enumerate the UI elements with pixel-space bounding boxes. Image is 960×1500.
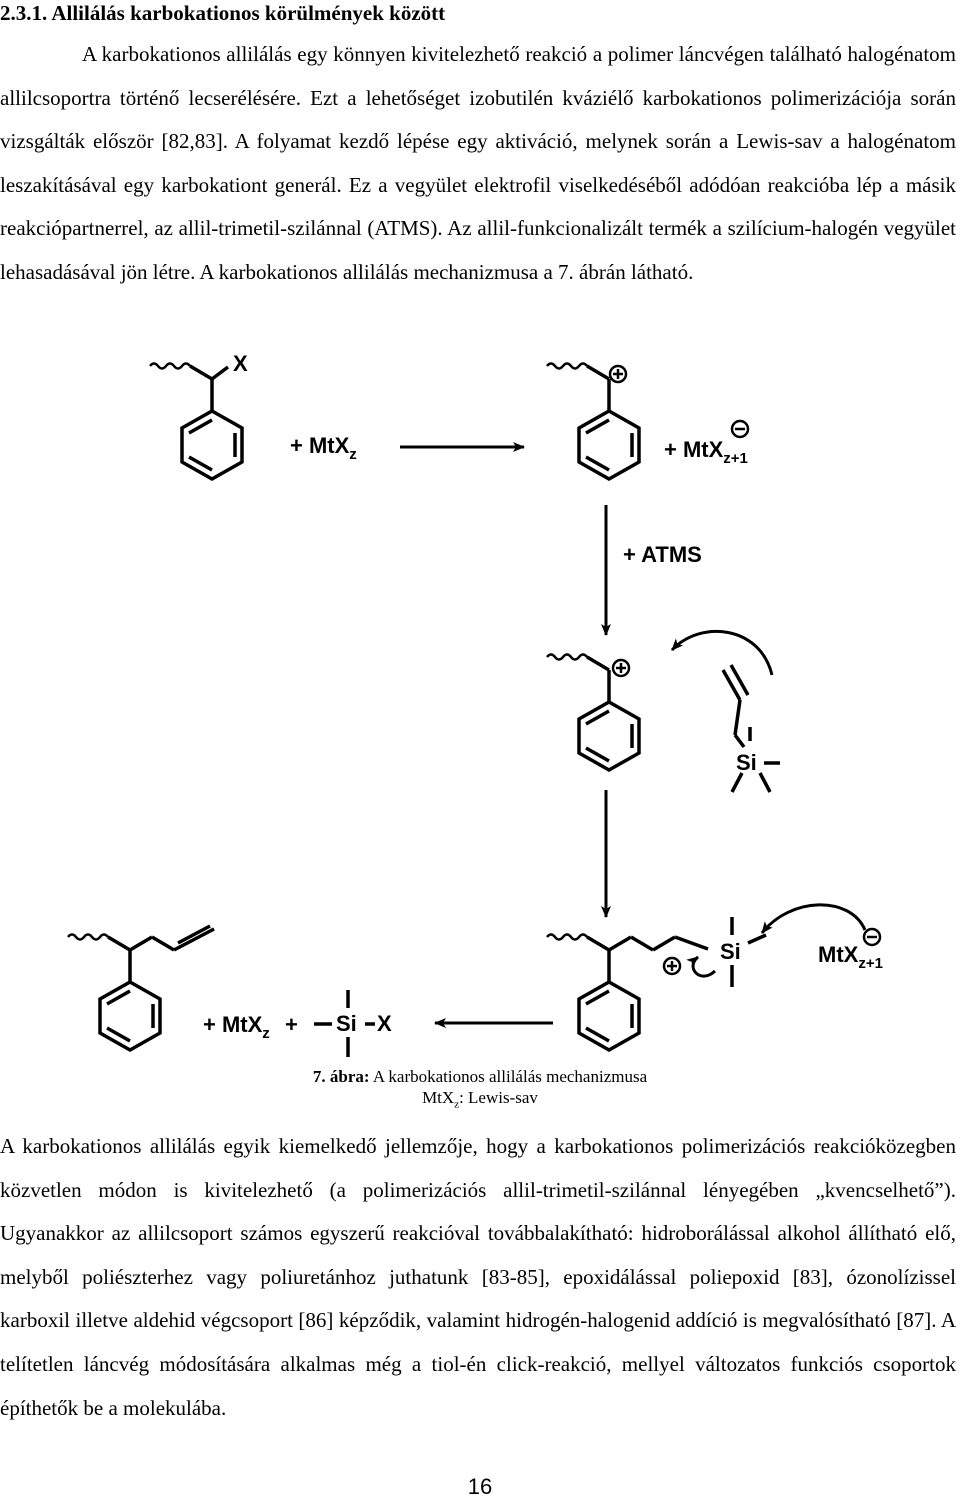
figure-caption-label: 7. ábra:: [312, 1067, 370, 1086]
figure-caption: 7. ábra: A karbokationos allilálás mecha…: [0, 1067, 960, 1087]
lewis-acid-anion: MtXz+1: [818, 942, 883, 972]
carbocation-molecule: [546, 362, 641, 482]
trimethylsilyl-halide: [314, 990, 375, 1057]
silyl-silicon-label: Si: [720, 939, 741, 964]
page-number: 16: [467, 1474, 493, 1499]
atms-molecule: [721, 664, 780, 793]
atms-reagent: + ATMS: [623, 542, 702, 567]
positive-charge-icon: [611, 658, 631, 678]
negative-charge-icon: [730, 419, 750, 439]
silyl-halide-x: X: [377, 1011, 392, 1036]
silyl-halide-si: Si: [336, 1011, 357, 1036]
discussion-paragraph: A karbokationos allilálás egyik kiemelke…: [0, 1134, 956, 1420]
elimination-arrow: [686, 955, 717, 978]
intro-paragraph: A karbokationos allilálás egy könnyen ki…: [0, 42, 956, 284]
reaction-scheme: X + MtXz + MtXz+1 + ATMS: [67, 351, 883, 1057]
nucleophilic-attack-arrow: [670, 629, 774, 676]
product-plus-sign: +: [285, 1012, 298, 1037]
section-heading: 2.3.1. Allilálás karbokationos körülmény…: [0, 1, 446, 25]
figure-caption-note: MtXz: Lewis-sav: [422, 1088, 538, 1111]
regenerated-lewis-acid: + MtXz: [203, 1012, 270, 1042]
lewis-acid-anion: + MtXz+1: [664, 437, 748, 467]
beta-silyl-carbocation: [546, 917, 767, 1053]
positive-charge-icon: [608, 364, 628, 384]
intermediate-carbocation: [546, 653, 641, 773]
atms-silicon-label: Si: [736, 750, 757, 775]
halide-x-label: X: [233, 351, 248, 376]
allyl-product-molecule: [67, 924, 215, 1053]
negative-charge-icon: [862, 927, 882, 947]
anion-attack-arrow: [760, 903, 867, 934]
positive-charge-icon: [662, 956, 682, 976]
figure-caption-text: A karbokationos allilálás mechanizmusa: [369, 1067, 648, 1086]
lewis-acid-reagent: + MtXz: [290, 433, 357, 463]
starting-halide-molecule: [149, 362, 244, 482]
